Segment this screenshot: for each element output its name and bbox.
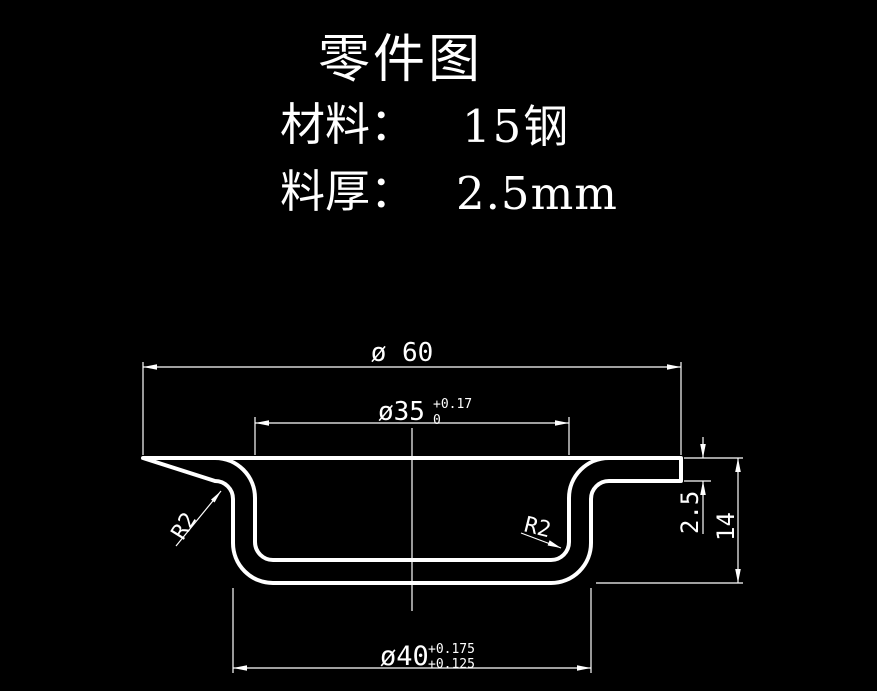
dim-thickness: 2.5 xyxy=(676,437,743,534)
arrowhead xyxy=(700,481,706,495)
material-label: 材料： xyxy=(280,98,416,151)
arrowhead xyxy=(577,665,591,671)
radius-right-label: R2 xyxy=(522,513,554,544)
dim-height: 14 xyxy=(596,458,743,584)
dim-bottom-diameter-tolerance-lower: +0.125 xyxy=(428,657,475,672)
part-cross-section xyxy=(141,456,683,585)
arrowhead xyxy=(255,420,269,426)
dim-height-label: 14 xyxy=(712,512,740,541)
arrowhead xyxy=(211,491,221,503)
sheet-thickness-value: 2.5mm xyxy=(456,167,618,220)
dim-inner-diameter: ø35 +0.17 0 xyxy=(254,397,570,455)
arrowhead xyxy=(233,665,247,671)
dim-bottom-diameter-label: ø40 xyxy=(380,641,429,672)
arrowhead xyxy=(700,444,706,458)
leader-radius-left: R2 xyxy=(167,490,222,547)
arrowhead xyxy=(555,420,569,426)
sheet-thickness-label: 料厚： xyxy=(280,165,416,218)
radius-left-label: R2 xyxy=(167,508,202,544)
arrowhead xyxy=(143,364,157,370)
dim-inner-diameter-tolerance-upper: +0.17 xyxy=(433,397,472,412)
dim-bottom-diameter: ø40 +0.175 +0.125 xyxy=(232,588,592,673)
drawing-title: 零件图 xyxy=(318,30,484,90)
dim-thickness-label: 2.5 xyxy=(676,491,704,534)
dim-inner-diameter-label: ø35 xyxy=(378,397,425,427)
leader-radius-right: R2 xyxy=(520,513,562,549)
material-value: 15钢 xyxy=(462,100,571,153)
dim-inner-diameter-tolerance-lower: 0 xyxy=(433,413,441,428)
arrowhead xyxy=(667,364,681,370)
dim-flange-diameter-label: ø 60 xyxy=(371,338,434,368)
arrowhead xyxy=(735,569,741,583)
arrowhead xyxy=(547,540,561,548)
arrowhead xyxy=(735,458,741,472)
dim-flange-diameter: ø 60 xyxy=(142,338,682,455)
dim-bottom-diameter-tolerance-upper: +0.175 xyxy=(428,642,475,657)
